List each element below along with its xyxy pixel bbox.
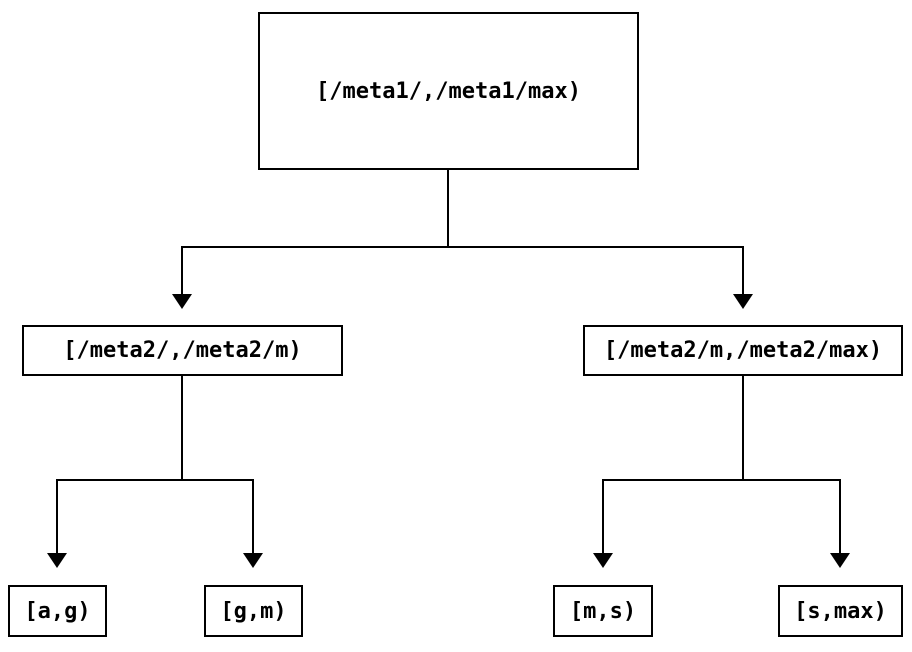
arrowhead-down-icon: [593, 553, 613, 568]
node-right-range: [/meta2/m,/meta2/max): [583, 325, 903, 376]
node-leaf-smax: [s,max): [778, 585, 903, 637]
node-leaf-ag: [a,g): [8, 585, 107, 637]
arrowhead-down-icon: [47, 553, 67, 568]
arrowhead-down-icon: [830, 553, 850, 568]
edge-left-branch-line: [56, 479, 254, 481]
edge-right-to-ms-line: [602, 479, 604, 553]
node-leaf-gm: [g,m): [204, 585, 303, 637]
node-leaf-ms: [m,s): [553, 585, 653, 637]
node-left-range: [/meta2/,/meta2/m): [22, 325, 343, 376]
arrowhead-down-icon: [172, 294, 192, 309]
edge-right-branch-line: [602, 479, 841, 481]
edge-left-to-ag-line: [56, 479, 58, 553]
edge-root-to-right-line: [742, 246, 744, 294]
edge-right-to-smax-line: [839, 479, 841, 553]
edge-left-to-gm-line: [252, 479, 254, 553]
edge-root-branch-line: [182, 246, 744, 248]
edge-root-to-left-line: [181, 246, 183, 294]
node-root-range: [/meta1/,/meta1/max): [258, 12, 639, 170]
edge-left-stem-line: [181, 376, 183, 481]
arrowhead-down-icon: [733, 294, 753, 309]
edge-root-stem-line: [447, 170, 449, 248]
edge-right-stem-line: [742, 376, 744, 481]
arrowhead-down-icon: [243, 553, 263, 568]
